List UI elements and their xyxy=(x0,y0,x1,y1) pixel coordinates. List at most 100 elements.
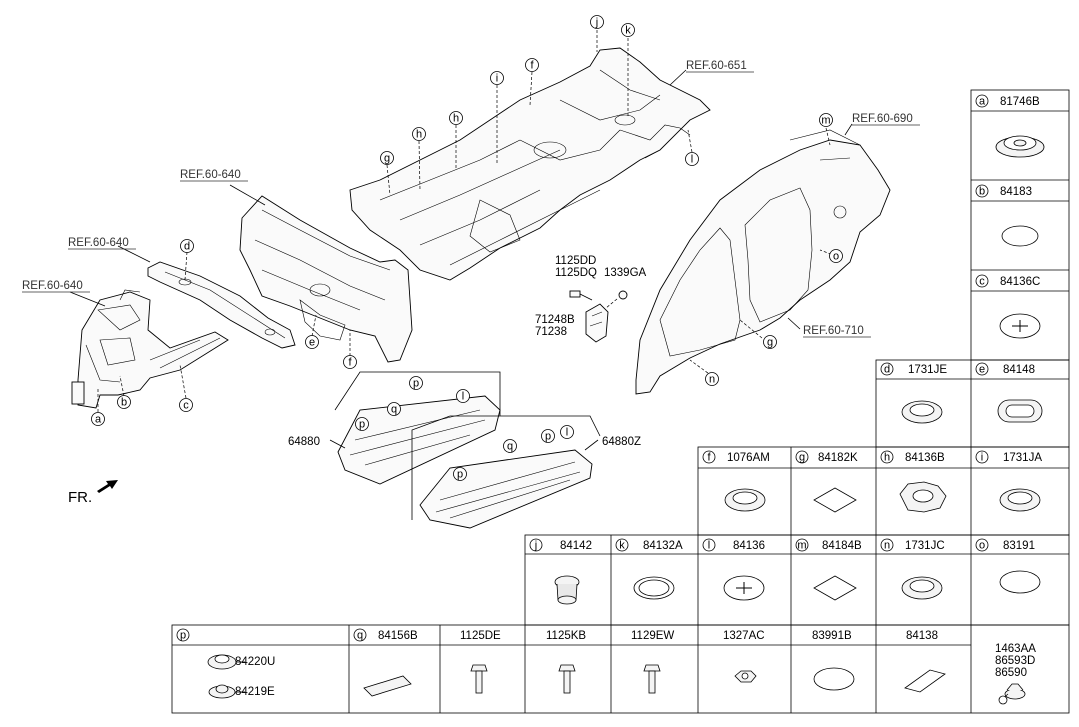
callout-circle xyxy=(355,417,369,431)
part-number: 1731JC xyxy=(905,540,945,552)
side-outer-panel xyxy=(635,129,891,395)
part-label: 71238 xyxy=(535,326,567,338)
part-label: 1125DD xyxy=(555,255,596,267)
part-label: 1339GA xyxy=(604,267,647,279)
grommet-d-icon xyxy=(901,400,943,424)
bolt-1129ew-icon xyxy=(643,664,661,694)
part-number: 84156B xyxy=(378,630,418,642)
callout-circle xyxy=(763,335,777,349)
callout-letter: d xyxy=(184,241,190,253)
ref-label: REF.60-640 xyxy=(68,237,129,249)
callout-letter: j xyxy=(595,17,598,29)
grommet-f-icon xyxy=(724,488,766,512)
table-headers: a 81746B b 84183 c 84136C d 1731JE e 841… xyxy=(176,94,1042,698)
part-number: 1129EW xyxy=(631,630,674,642)
svg-text:a: a xyxy=(979,96,986,108)
ref-label: REF.60-651 xyxy=(686,60,747,72)
callout-circle xyxy=(387,402,401,416)
svg-text:p: p xyxy=(180,630,186,642)
plug-83991b-icon xyxy=(813,667,855,691)
plug-c-icon xyxy=(999,313,1041,339)
part-number: 1125DE xyxy=(460,630,501,642)
callout-circle xyxy=(179,398,193,412)
plug-k-icon xyxy=(633,576,675,600)
svg-text:m: m xyxy=(797,540,806,552)
floor-panel xyxy=(349,47,711,281)
part-number: 81746B xyxy=(1000,96,1040,108)
callout-letter: p xyxy=(457,469,463,481)
grommet-n-icon xyxy=(901,576,943,600)
svg-text:h: h xyxy=(884,452,890,464)
callout-letter: e xyxy=(309,337,315,349)
cowl-crossmember xyxy=(147,261,296,349)
plug-o-icon xyxy=(999,570,1041,594)
part-number: 1327AC xyxy=(723,630,765,642)
part-number: 1125KB xyxy=(546,630,586,642)
bolt-1125de-icon xyxy=(470,664,488,694)
callout-letter: f xyxy=(530,60,534,72)
callout-letter: o xyxy=(833,251,839,263)
callout-circle xyxy=(503,439,517,453)
part-number: 1076AM xyxy=(727,452,770,464)
svg-text:g: g xyxy=(799,452,805,464)
callout-letter: p xyxy=(413,378,419,390)
callout-letter: i xyxy=(496,73,498,85)
part-number: 84136B xyxy=(905,452,945,464)
svg-text:n: n xyxy=(884,540,890,552)
grommet-e-icon xyxy=(997,399,1043,423)
callout-circle xyxy=(456,389,470,403)
callout-circle xyxy=(525,58,539,72)
callout-circle xyxy=(560,425,574,439)
callout-letter: h xyxy=(416,129,422,141)
callout-circle xyxy=(91,412,105,426)
callout-letter: n xyxy=(709,374,715,386)
bracket-assembly xyxy=(569,290,628,343)
plug-l-icon xyxy=(723,575,765,601)
callout-circle xyxy=(685,152,699,166)
callout-circle xyxy=(453,467,467,481)
grommet-a-icon xyxy=(995,135,1045,158)
ref-label: REF.60-640 xyxy=(22,280,83,292)
callout-letter: b xyxy=(121,397,127,409)
part-number: 1731JA xyxy=(1003,452,1042,464)
clip-1463aa-icon xyxy=(998,683,1026,705)
bolt-1125kb-icon xyxy=(558,664,576,694)
tape-q-icon xyxy=(363,675,412,697)
part-label: 71248B xyxy=(535,314,575,326)
part-label: 64880 xyxy=(288,436,320,448)
svg-text:q: q xyxy=(357,630,363,642)
part-number: 84136 xyxy=(733,540,765,552)
svg-text:d: d xyxy=(884,364,890,376)
callout-letter: l xyxy=(462,391,464,403)
callout-circle xyxy=(380,151,394,165)
part-number: 84182K xyxy=(818,452,858,464)
part-number: 83991B xyxy=(812,630,852,642)
callout-letter: l xyxy=(691,154,693,166)
reference-labels: REF.60-640 REF.60-640 REF.60-640 REF.60-… xyxy=(22,60,920,338)
callout-letter: c xyxy=(183,400,189,412)
callout-letter: p xyxy=(545,431,551,443)
cover-bracket-left xyxy=(334,371,501,416)
callout-circle xyxy=(819,113,833,127)
svg-text:k: k xyxy=(619,540,625,552)
part-number: 84138 xyxy=(906,630,938,642)
clip-j-icon xyxy=(554,575,580,605)
diagram-part-labels: 1125DD 1125DQ 1339GA 71248B 71238 64880 … xyxy=(288,255,647,448)
ref-label: REF.60-710 xyxy=(803,325,864,337)
cover-bracket-right xyxy=(411,415,601,520)
part-number: 84184B xyxy=(822,540,862,552)
callout-letter: l xyxy=(566,427,568,439)
callout-letter: q xyxy=(391,404,397,416)
callout-circle xyxy=(409,376,423,390)
clip-p-icon xyxy=(207,654,245,699)
part-number: 84142 xyxy=(560,540,592,552)
pad-m-icon xyxy=(813,575,857,601)
parts-table xyxy=(171,89,1070,714)
callout-letter: g xyxy=(384,153,390,165)
front-label: FR. xyxy=(68,489,92,506)
dash-panel xyxy=(239,195,413,363)
callout-circle xyxy=(449,111,463,125)
plug-b-icon xyxy=(1001,225,1039,247)
